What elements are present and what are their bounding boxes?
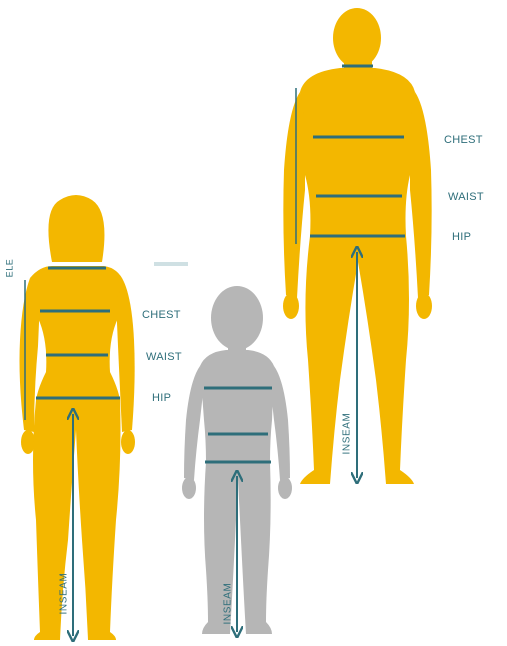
child-left-arm — [184, 366, 204, 480]
woman-torso — [30, 266, 124, 400]
child-head — [211, 286, 263, 350]
man-inseam-label: INSEAM — [341, 413, 352, 455]
woman-waist-label: WAIST — [146, 351, 182, 363]
man-right-hand — [416, 293, 432, 319]
child-left-hand — [182, 477, 196, 499]
woman-legs — [33, 400, 121, 640]
child-right-arm — [270, 366, 290, 480]
man-left-arm — [283, 92, 305, 298]
cropped-label-fragment — [154, 262, 188, 266]
woman-cropped-arm-label: ELE — [4, 259, 14, 278]
woman-right-hand — [121, 430, 135, 454]
man-waist-label: WAIST — [448, 191, 484, 203]
child-inseam-label: INSEAM — [222, 583, 233, 625]
man-hip-label: HIP — [452, 231, 471, 243]
woman-silhouette — [20, 195, 136, 640]
child-right-hand — [278, 477, 292, 499]
man-torso — [300, 68, 415, 236]
man-left-hand — [283, 293, 299, 319]
woman-head — [48, 195, 104, 262]
man-chest-label: CHEST — [444, 134, 483, 146]
woman-hip-label: HIP — [152, 392, 171, 404]
woman-chest-label: CHEST — [142, 309, 181, 321]
man-right-arm — [410, 92, 432, 298]
woman-left-hand — [21, 430, 35, 454]
woman-inseam-label: INSEAM — [58, 573, 69, 615]
child-torso — [200, 350, 274, 462]
